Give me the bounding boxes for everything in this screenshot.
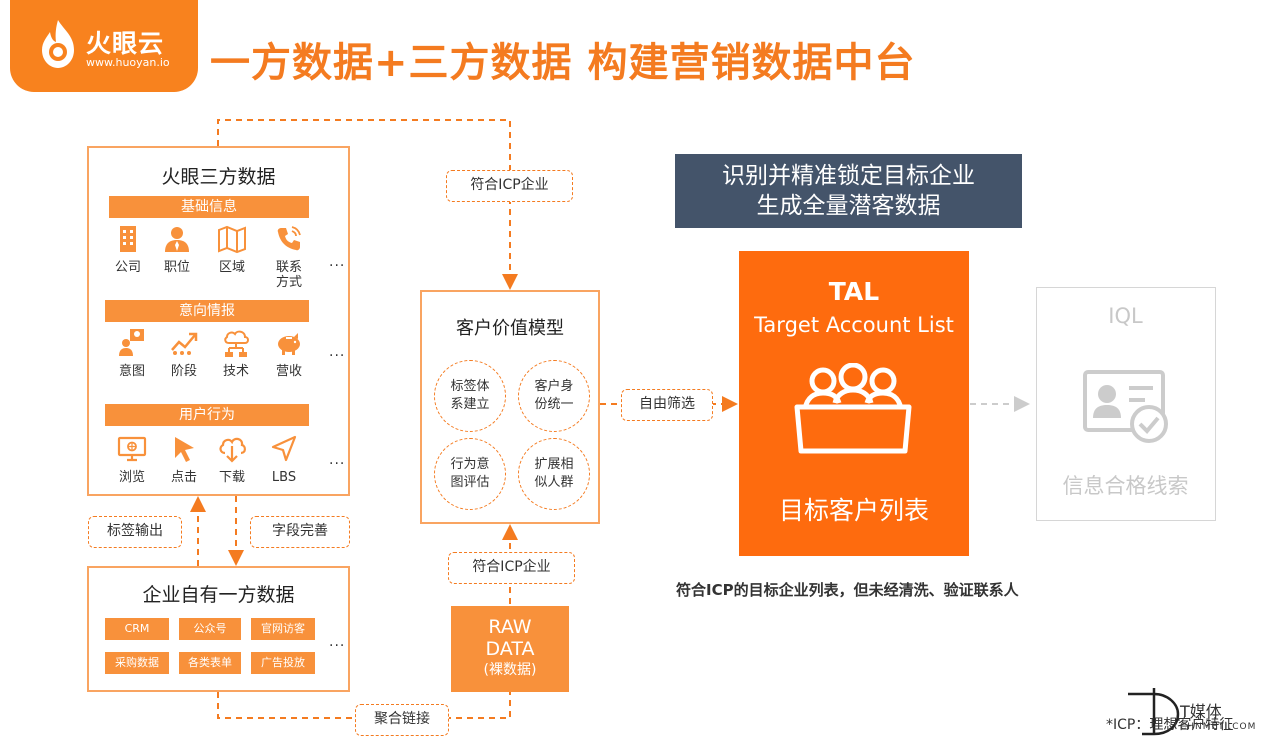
item-label: 点击 xyxy=(170,470,197,485)
item-label: 意图 xyxy=(118,364,145,379)
chip-ads: 广告投放 xyxy=(251,652,315,674)
watermark-logo-icon xyxy=(1128,688,1180,736)
item-click: 点击 xyxy=(159,434,209,485)
third-party-data-box: 火眼三方数据 基础信息 意向情报 用户行为 公司 职位 区域 联系 方式 ...… xyxy=(87,146,350,496)
item-stage: 阶段 xyxy=(159,328,209,379)
chip-wechat-account: 公众号 xyxy=(179,618,241,640)
item-label: 阶段 xyxy=(170,364,197,379)
field-complete-tag: 字段完善 xyxy=(250,516,350,548)
item-company: 公司 xyxy=(103,224,153,275)
chip-forms: 各类表单 xyxy=(179,652,241,674)
item-label: 区域 xyxy=(218,260,245,275)
banner-line2: 生成全量潜客数据 xyxy=(756,193,941,219)
item-contact: 联系 方式 xyxy=(264,224,314,290)
more-ellipsis: ... xyxy=(329,344,346,360)
tal-note: 符合ICP的目标企业列表，但未经清洗、验证联系人 xyxy=(676,581,1019,599)
icp-tag-bottom: 符合ICP企业 xyxy=(448,552,575,584)
tal-box: TAL Target Account List 目标客户列表 xyxy=(739,251,969,556)
tal-cn-name: 目标客户列表 xyxy=(778,496,929,525)
growth-icon xyxy=(171,332,198,355)
item-label: 浏览 xyxy=(118,470,145,485)
circle-tag-system: 标签体 系建立 xyxy=(434,360,506,432)
chip-site-visitors: 官网访客 xyxy=(251,618,315,640)
item-browse: 浏览 xyxy=(107,434,157,485)
model-title: 客户价值模型 xyxy=(456,318,564,339)
item-label: 营收 xyxy=(275,364,302,379)
section-user-behavior: 用户行为 xyxy=(105,404,309,426)
first-party-title: 企业自有一方数据 xyxy=(142,584,295,606)
label-output-tag: 标签输出 xyxy=(88,516,182,548)
item-label: 下载 xyxy=(218,470,245,485)
group-people-icon xyxy=(794,363,912,454)
section-basic-info: 基础信息 xyxy=(109,196,309,218)
circle-identity-unify: 客户身 份统一 xyxy=(518,360,590,432)
item-region: 区域 xyxy=(207,224,257,275)
raw-line2: DATA xyxy=(485,638,535,660)
watermark-name: T媒体 xyxy=(1180,702,1222,721)
circle-intent-assess: 行为意 图评估 xyxy=(434,438,506,510)
chip-procurement: 采购数据 xyxy=(105,652,169,674)
raw-data-box: RAW DATA (裸数据) xyxy=(451,606,569,692)
item-technology: 技术 xyxy=(211,328,261,379)
person-icon xyxy=(165,227,189,252)
aggregate-link-tag: 聚合链接 xyxy=(355,704,449,736)
item-label: 技术 xyxy=(222,364,249,379)
idea-person-icon xyxy=(119,329,144,356)
banner-line1: 识别并精准锁定目标企业 xyxy=(722,163,975,189)
watermark-url: CHNMETI.COM xyxy=(1180,722,1257,732)
more-ellipsis: ... xyxy=(329,634,346,650)
qualified-card-icon xyxy=(1083,370,1168,443)
tal-abbr: TAL xyxy=(828,277,880,306)
cloud-network-icon xyxy=(224,330,249,357)
map-icon xyxy=(218,225,246,254)
circle-lookalike: 扩展相 似人群 xyxy=(518,438,590,510)
item-intent: 意图 xyxy=(107,328,157,379)
iql-box: IQL 信息合格线索 xyxy=(1036,287,1216,521)
third-party-title: 火眼三方数据 xyxy=(161,166,276,188)
more-ellipsis: ... xyxy=(329,254,346,270)
icp-tag-top: 符合ICP企业 xyxy=(446,170,573,202)
more-ellipsis: ... xyxy=(329,452,346,468)
item-label: 联系 方式 xyxy=(275,260,302,290)
raw-line3: (裸数据) xyxy=(483,662,537,678)
iql-cn-name: 信息合格线索 xyxy=(1062,474,1189,498)
item-position: 职位 xyxy=(152,224,202,275)
item-label: 职位 xyxy=(163,260,190,275)
footnote: *ICP：理想客户特征 xyxy=(1106,717,1234,733)
flame-logo-icon xyxy=(42,20,74,68)
headline-banner: 识别并精准锁定目标企业 生成全量潜客数据 xyxy=(675,154,1022,228)
phone-icon xyxy=(277,226,301,251)
raw-line1: RAW xyxy=(488,616,532,638)
brand-logo xyxy=(10,0,198,92)
item-label: 公司 xyxy=(114,260,141,275)
brand-url: www.huoyan.io xyxy=(86,56,170,69)
cursor-icon xyxy=(175,437,194,462)
item-lbs: LBS xyxy=(259,434,309,485)
page-title: 一方数据+三方数据 构建营销数据中台 xyxy=(210,40,916,86)
free-filter-tag: 自由筛选 xyxy=(621,389,713,421)
brand-name: 火眼云 xyxy=(86,29,165,58)
item-download: 下载 xyxy=(207,434,257,485)
tal-full-name: Target Account List xyxy=(754,313,954,337)
piggy-bank-icon xyxy=(278,333,300,355)
building-icon xyxy=(120,226,136,252)
iql-abbr: IQL xyxy=(1108,304,1143,328)
item-label: LBS xyxy=(271,470,297,485)
cloud-download-icon xyxy=(219,437,246,463)
chip-crm: CRM xyxy=(105,618,169,640)
item-revenue: 营收 xyxy=(264,328,314,379)
first-party-data-box: 企业自有一方数据 CRM 公众号 官网访客 采购数据 各类表单 广告投放 ... xyxy=(87,566,350,692)
monitor-icon xyxy=(117,436,147,462)
section-intent-intel: 意向情报 xyxy=(105,300,309,322)
location-arrow-icon xyxy=(271,435,297,462)
customer-value-model-box: 客户价值模型 标签体 系建立 客户身 份统一 行为意 图评估 扩展相 似人群 xyxy=(420,290,600,524)
